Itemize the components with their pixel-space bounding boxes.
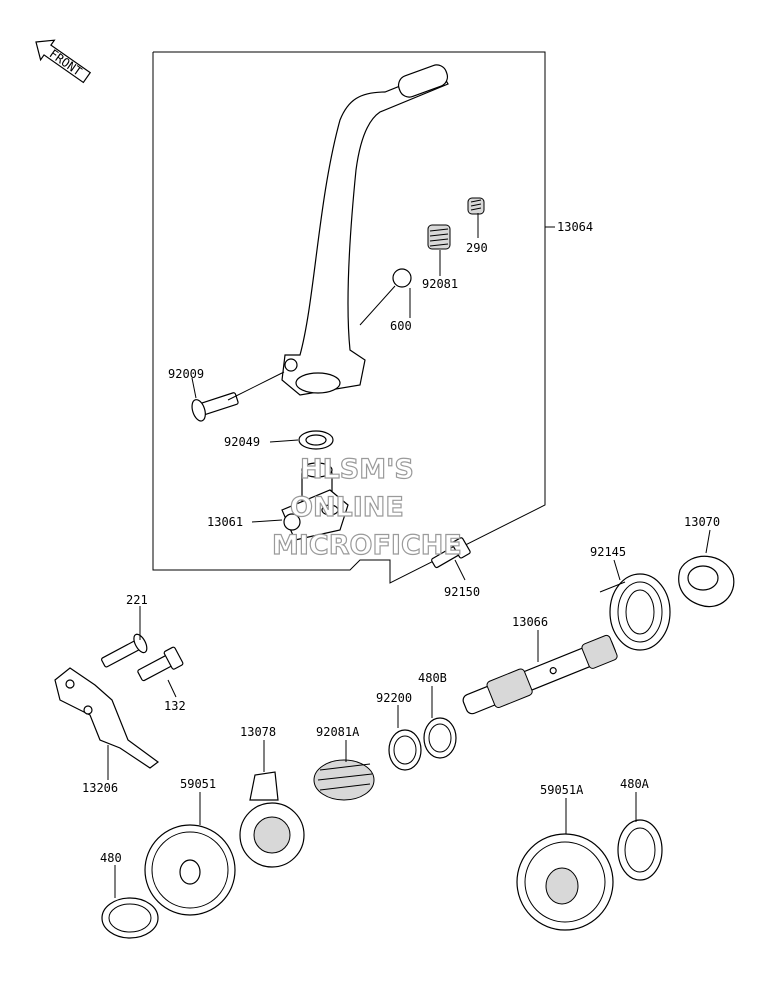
label-92150: 92150 xyxy=(444,585,480,599)
watermark-line-3: MICROFICHE xyxy=(272,530,462,561)
circlip-480 xyxy=(101,897,159,939)
label-13061: 13061 xyxy=(207,515,243,529)
spring-290 xyxy=(467,197,485,215)
label-92200: 92200 xyxy=(376,691,412,705)
circlip-480B xyxy=(423,717,457,759)
bolt-92150 xyxy=(431,537,471,569)
label-13078: 13078 xyxy=(240,725,276,739)
bolt-132 xyxy=(137,646,184,682)
front-arrow-icon: FRONT xyxy=(35,39,92,84)
bolt-221 xyxy=(101,633,148,668)
ball-600 xyxy=(392,268,412,288)
kick-pedal-lever xyxy=(281,64,449,396)
label-13066: 13066 xyxy=(512,615,548,629)
label-92049: 92049 xyxy=(224,435,260,449)
label-480A: 480A xyxy=(620,777,650,791)
bushing-13070 xyxy=(678,555,735,608)
kick-shaft-13066 xyxy=(462,634,618,715)
label-290: 290 xyxy=(466,241,488,255)
label-221: 221 xyxy=(126,593,148,607)
label-59051: 59051 xyxy=(180,777,216,791)
label-13070: 13070 xyxy=(684,515,720,529)
gear-59051 xyxy=(144,824,236,916)
label-13206: 13206 xyxy=(82,781,118,795)
washer-92200 xyxy=(388,729,422,771)
label-92009: 92009 xyxy=(168,367,204,381)
watermark-line-2: ONLINE xyxy=(290,492,404,523)
label-92145: 92145 xyxy=(590,545,626,559)
label-92081: 92081 xyxy=(422,277,458,291)
shaft-13061 xyxy=(281,462,349,541)
spring-92145 xyxy=(599,573,671,651)
circlip-480A xyxy=(617,819,663,881)
assembly-boundary xyxy=(152,51,546,584)
label-92081A: 92081A xyxy=(316,725,360,739)
spring-92081A xyxy=(313,759,375,801)
watermark-line-1: HLSM'S xyxy=(300,454,414,485)
label-13064: 13064 xyxy=(557,220,593,234)
leader-lines xyxy=(107,213,711,898)
label-480: 480 xyxy=(100,851,122,865)
ratchet-13078 xyxy=(239,771,305,868)
label-480B: 480B xyxy=(418,671,447,685)
label-600: 600 xyxy=(390,319,412,333)
front-label: FRONT xyxy=(47,47,85,79)
bolt-92009 xyxy=(191,392,239,422)
label-59051A: 59051A xyxy=(540,783,584,797)
guide-plate-13206 xyxy=(54,667,160,769)
washer-92049 xyxy=(298,430,334,450)
spring-92081 xyxy=(427,224,451,250)
gear-59051A xyxy=(516,833,614,931)
label-132: 132 xyxy=(164,699,186,713)
